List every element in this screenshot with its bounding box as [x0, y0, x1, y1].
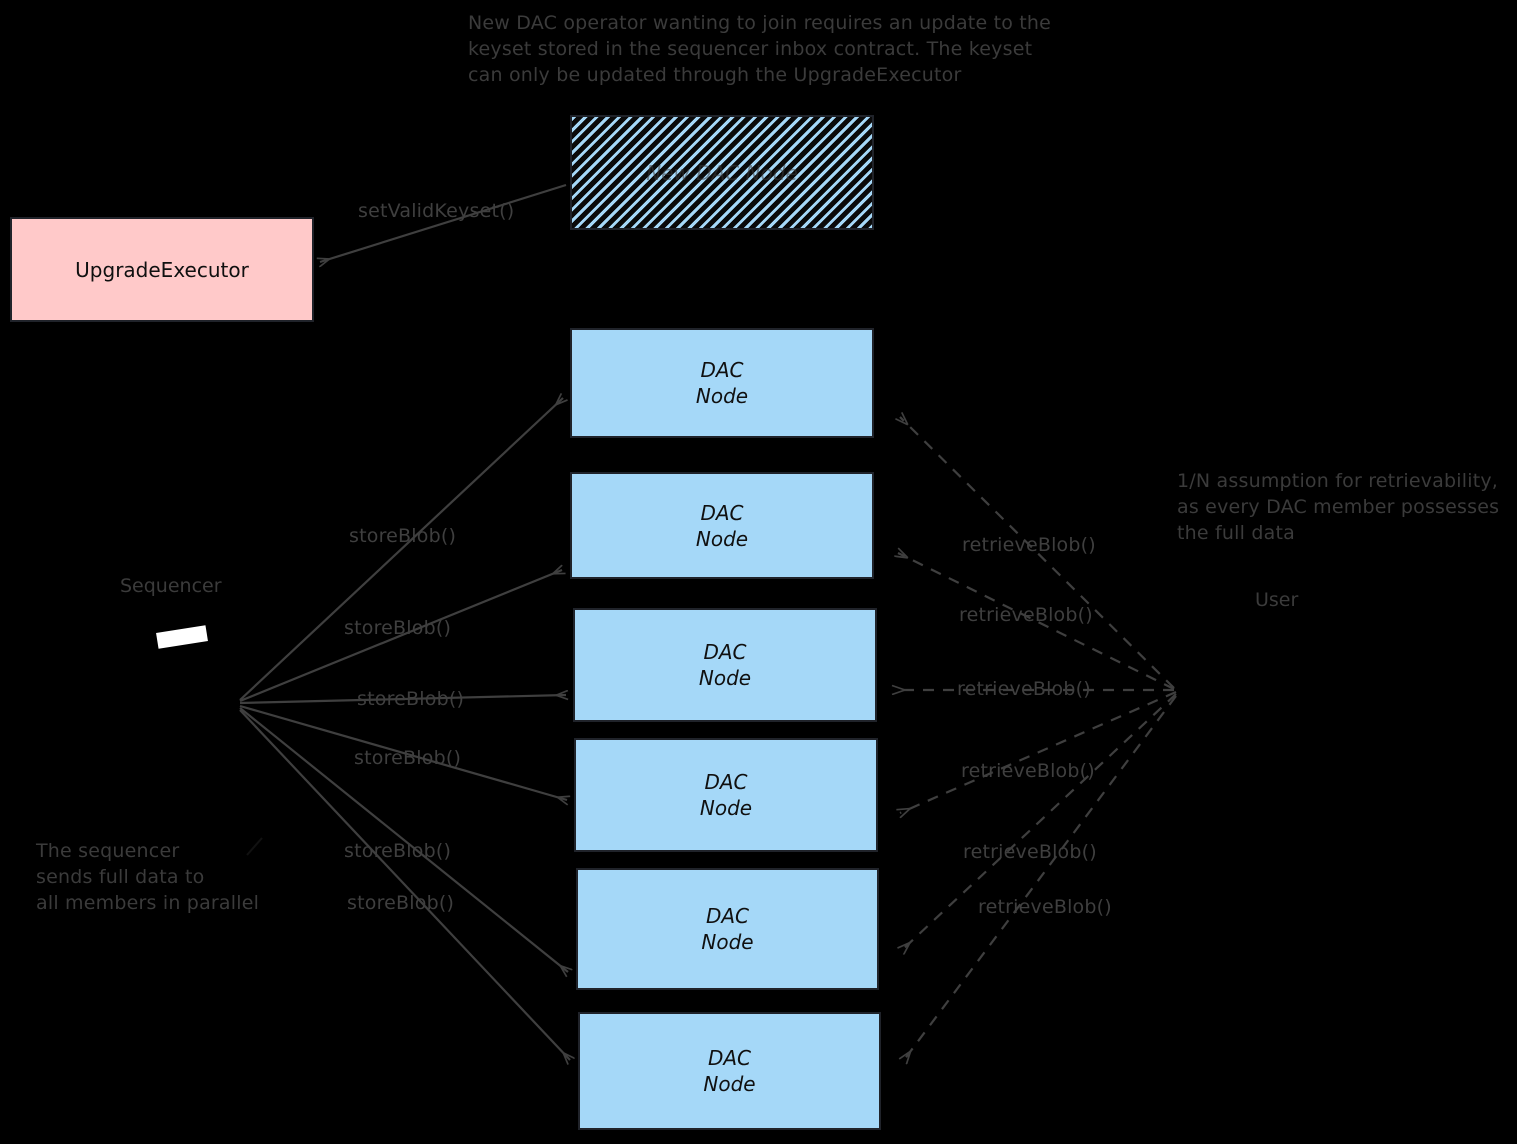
upgrade-executor-label: UpgradeExecutor — [75, 257, 249, 282]
sequencer-icon-rays — [246, 837, 263, 856]
edge-group-store-blob — [239, 398, 570, 1060]
dac-node-box-1[interactable]: DAC Node — [570, 328, 874, 438]
edge-label-store-blob-1: storeBlob() — [349, 525, 457, 547]
dac-node-5-line1: DAC — [705, 904, 750, 928]
dac-node-box-4[interactable]: DAC Node — [574, 738, 878, 852]
new-dac-node-line1: New DAC — [646, 160, 740, 185]
edge-set-valid-keyset — [320, 183, 567, 262]
edge-label-retrieve-blob-1: retrieveBlob() — [962, 534, 1096, 556]
top-annotation: New DAC operator wanting to join require… — [468, 12, 1052, 86]
dac-node-5-line2: Node — [701, 930, 754, 954]
edge-label-store-blob-3: storeBlob() — [357, 688, 465, 710]
edge-label-set-valid-keyset: setValidKeyset() — [358, 200, 515, 222]
new-dac-node-box[interactable]: New DAC Node — [570, 115, 874, 230]
sequencer-label: Sequencer — [120, 575, 222, 597]
dac-node-2-line1: DAC — [700, 500, 744, 525]
dac-node-1-line1: DAC — [700, 358, 744, 382]
left-annotation: The sequencer sends full data to all mem… — [36, 840, 260, 914]
dac-node-1-line2: Node — [695, 384, 749, 408]
edge-label-retrieve-blob-4: retrieveBlob() — [961, 760, 1095, 782]
edge-label-retrieve-blob-6: retrieveBlob() — [978, 896, 1112, 918]
new-dac-node-label: New DAC Node — [646, 160, 798, 186]
dac-node-3-line2: Node — [698, 666, 752, 690]
edge-label-store-blob-4: storeBlob() — [354, 747, 462, 769]
dac-node-2-line2: Node — [695, 526, 749, 551]
edge-label-store-blob-6: storeBlob() — [347, 892, 455, 914]
edge-label-store-blob-5: storeBlob() — [344, 840, 452, 862]
dac-node-3-line1: DAC — [703, 640, 747, 664]
upgrade-executor-box[interactable]: UpgradeExecutor — [10, 217, 314, 322]
edge-label-retrieve-blob-5: retrieveBlob() — [963, 841, 1097, 863]
dac-node-box-3[interactable]: DAC Node — [573, 608, 877, 722]
new-dac-node-line2: Node — [745, 160, 798, 185]
edge-group-retrieve-blob — [894, 417, 1177, 1060]
dac-node-box-2[interactable]: DAC Node — [570, 472, 874, 579]
dac-node-box-6[interactable]: DAC Node — [578, 1012, 881, 1130]
user-label: User — [1255, 589, 1299, 611]
dac-node-box-5[interactable]: DAC Node — [576, 868, 879, 990]
dac-node-4-line1: DAC — [704, 770, 748, 794]
right-annotation: 1/N assumption for retrievability, as ev… — [1177, 470, 1500, 544]
dac-node-6-line1: DAC — [707, 1046, 752, 1070]
edge-label-store-blob-2: storeBlob() — [344, 617, 452, 639]
edge-label-retrieve-blob-2: retrieveBlob() — [959, 604, 1093, 626]
edge-label-retrieve-blob-3: retrieveBlob() — [957, 678, 1091, 700]
dac-node-6-line2: Node — [703, 1072, 756, 1096]
dac-node-4-line2: Node — [699, 796, 753, 820]
